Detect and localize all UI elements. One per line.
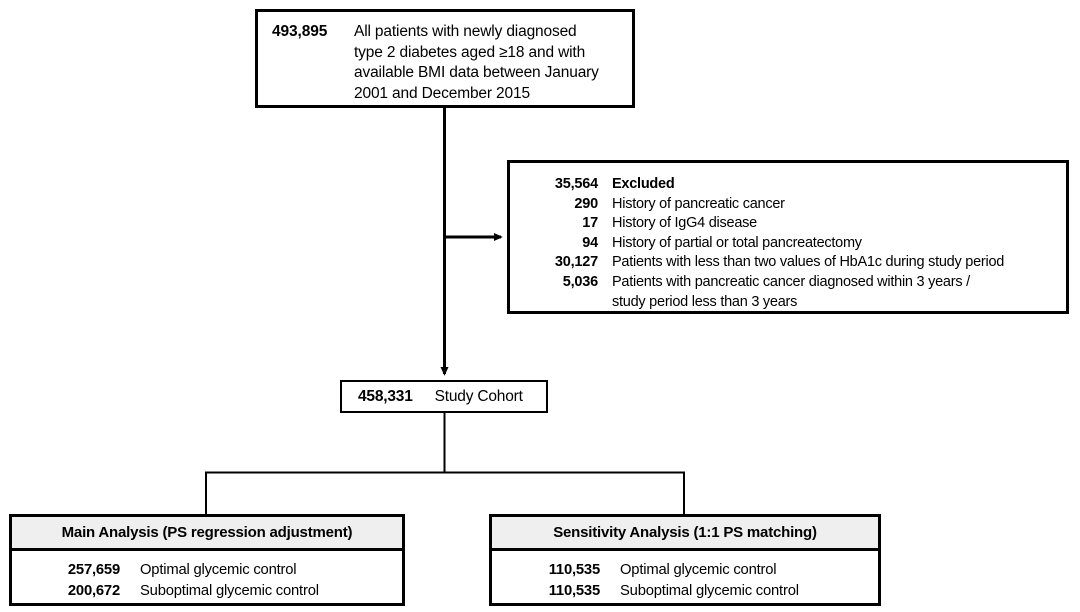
main-analysis-row: 200,672 Suboptimal glycemic control (12, 581, 402, 602)
main-analysis-label: Suboptimal glycemic control (140, 583, 319, 599)
source-description-line-1: All patients with newly diagnosed (354, 23, 577, 40)
sensitivity-analysis-title: Sensitivity Analysis (1:1 PS matching) (492, 517, 878, 551)
excluded-reason-label: Patients with less than two values of Hb… (612, 254, 1005, 271)
excluded-reason-count: 30,127 (554, 254, 598, 271)
sensitivity-analysis-label: Optimal glycemic control (620, 562, 777, 578)
study-cohort-count: 458,331 (358, 387, 413, 405)
source-count: 493,895 (272, 23, 328, 40)
source-population-box: 493,895 All patients with newly diagnose… (255, 9, 635, 108)
excluded-reason-row: 290 History of pancreatic cancer (522, 195, 1056, 215)
excluded-total-row: 35,564 Excluded (522, 175, 1056, 195)
excluded-reason-count: 94 (582, 234, 598, 251)
excluded-box: 35,564 Excluded 290 History of pancreati… (507, 160, 1069, 314)
sensitivity-analysis-label: Suboptimal glycemic control (620, 583, 799, 599)
excluded-reason-label: History of pancreatic cancer (612, 195, 785, 212)
excluded-reason-count: 5,036 (562, 273, 598, 290)
study-cohort-box: 458,331 Study Cohort (340, 380, 548, 413)
main-analysis-row: 257,659 Optimal glycemic control (12, 560, 402, 581)
excluded-reason-row: 17 History of IgG4 disease (522, 214, 1056, 234)
study-cohort-label: Study Cohort (434, 387, 523, 405)
main-analysis-count: 200,672 (67, 583, 120, 599)
source-description: All patients with newly diagnosed type 2… (354, 22, 599, 104)
main-analysis-label: Optimal glycemic control (140, 562, 297, 578)
sensitivity-analysis-count: 110,535 (548, 562, 600, 578)
excluded-reason-row: 94 History of partial or total pancreate… (522, 234, 1056, 254)
excluded-reason-count: 290 (574, 195, 598, 212)
excluded-reason-continuation: study period less than 3 years (612, 293, 798, 310)
excluded-reason-label: History of IgG4 disease (612, 215, 757, 232)
sensitivity-analysis-row: 110,535 Optimal glycemic control (492, 560, 878, 581)
excluded-reason-label: History of partial or total pancreatecto… (612, 234, 862, 251)
sensitivity-analysis-box: Sensitivity Analysis (1:1 PS matching) 1… (489, 514, 881, 606)
excluded-reason-label: Patients with pancreatic cancer diagnose… (612, 273, 970, 290)
excluded-reason-row: 30,127 Patients with less than two value… (522, 253, 1056, 273)
sensitivity-analysis-body: 110,535 Optimal glycemic control 110,535… (492, 551, 878, 603)
excluded-total-count: 35,564 (554, 176, 598, 192)
sensitivity-analysis-count: 110,535 (548, 583, 600, 599)
excluded-reason-count: 17 (582, 215, 598, 232)
excluded-total-label: Excluded (612, 176, 675, 192)
main-analysis-count: 257,659 (67, 562, 120, 578)
source-row: 493,895 All patients with newly diagnose… (272, 22, 620, 104)
source-description-line-3: available BMI data between January (354, 64, 599, 81)
excluded-reason-row: 5,036 Patients with pancreatic cancer di… (522, 273, 1056, 293)
main-analysis-title: Main Analysis (PS regression adjustment) (12, 517, 402, 551)
sensitivity-analysis-row: 110,535 Suboptimal glycemic control (492, 581, 878, 602)
main-analysis-box: Main Analysis (PS regression adjustment)… (9, 514, 405, 606)
source-description-line-2: type 2 diabetes aged ≥18 and with (354, 43, 586, 61)
source-description-line-4: 2001 and December 2015 (354, 84, 530, 102)
main-analysis-body: 257,659 Optimal glycemic control 200,672… (12, 551, 402, 603)
